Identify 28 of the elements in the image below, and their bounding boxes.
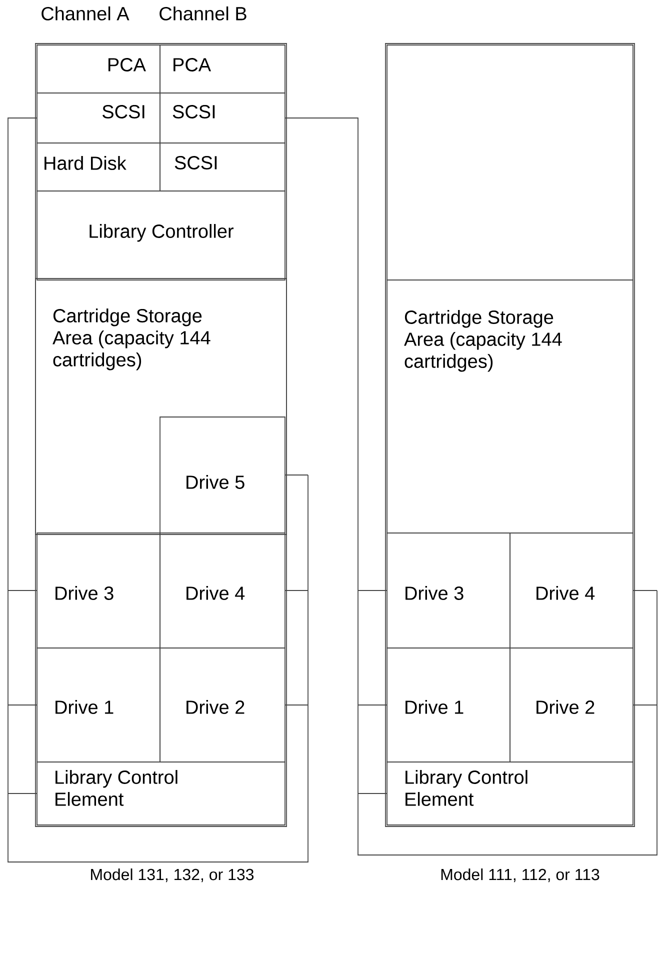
cell-box: PCA xyxy=(160,44,286,94)
cell-box: Drive 3 xyxy=(36,532,160,648)
unit-box xyxy=(35,43,287,827)
caption-text: Model 111, 112, or 113 xyxy=(441,868,600,882)
cell-box: Drive 2 xyxy=(510,648,634,762)
cell-box: PCA xyxy=(36,44,160,94)
cell-box: SCSI xyxy=(36,92,160,144)
cell-box: Drive 2 xyxy=(160,648,286,762)
unit-box xyxy=(385,43,635,827)
cable-line xyxy=(284,118,658,856)
cell-box: Library Control Element xyxy=(36,762,286,826)
cell-box: Drive 1 xyxy=(36,648,160,762)
cell-box: Drive 1 xyxy=(386,648,510,762)
cable-line xyxy=(8,118,308,862)
empty-box xyxy=(386,44,634,280)
caption-text: Channel A xyxy=(42,6,130,20)
cell-box: Drive 3 xyxy=(386,532,510,648)
cell-box: Drive 4 xyxy=(160,532,286,648)
cell-box: Hard Disk xyxy=(36,142,160,192)
cell-box: Library Control Element xyxy=(386,762,634,826)
cell-box: Drive 4 xyxy=(510,532,634,648)
cell-box: SCSI xyxy=(160,92,286,144)
caption-text: Model 131, 132, or 133 xyxy=(91,868,254,882)
caption-text: Channel B xyxy=(160,6,246,20)
cell-box: Drive 5 xyxy=(160,416,286,534)
cell-box: Cartridge Storage Area (capacity 144 cartridges) xyxy=(386,280,634,534)
cell-box: Library Controller xyxy=(36,190,286,280)
cell-box: SCSI xyxy=(160,142,286,192)
